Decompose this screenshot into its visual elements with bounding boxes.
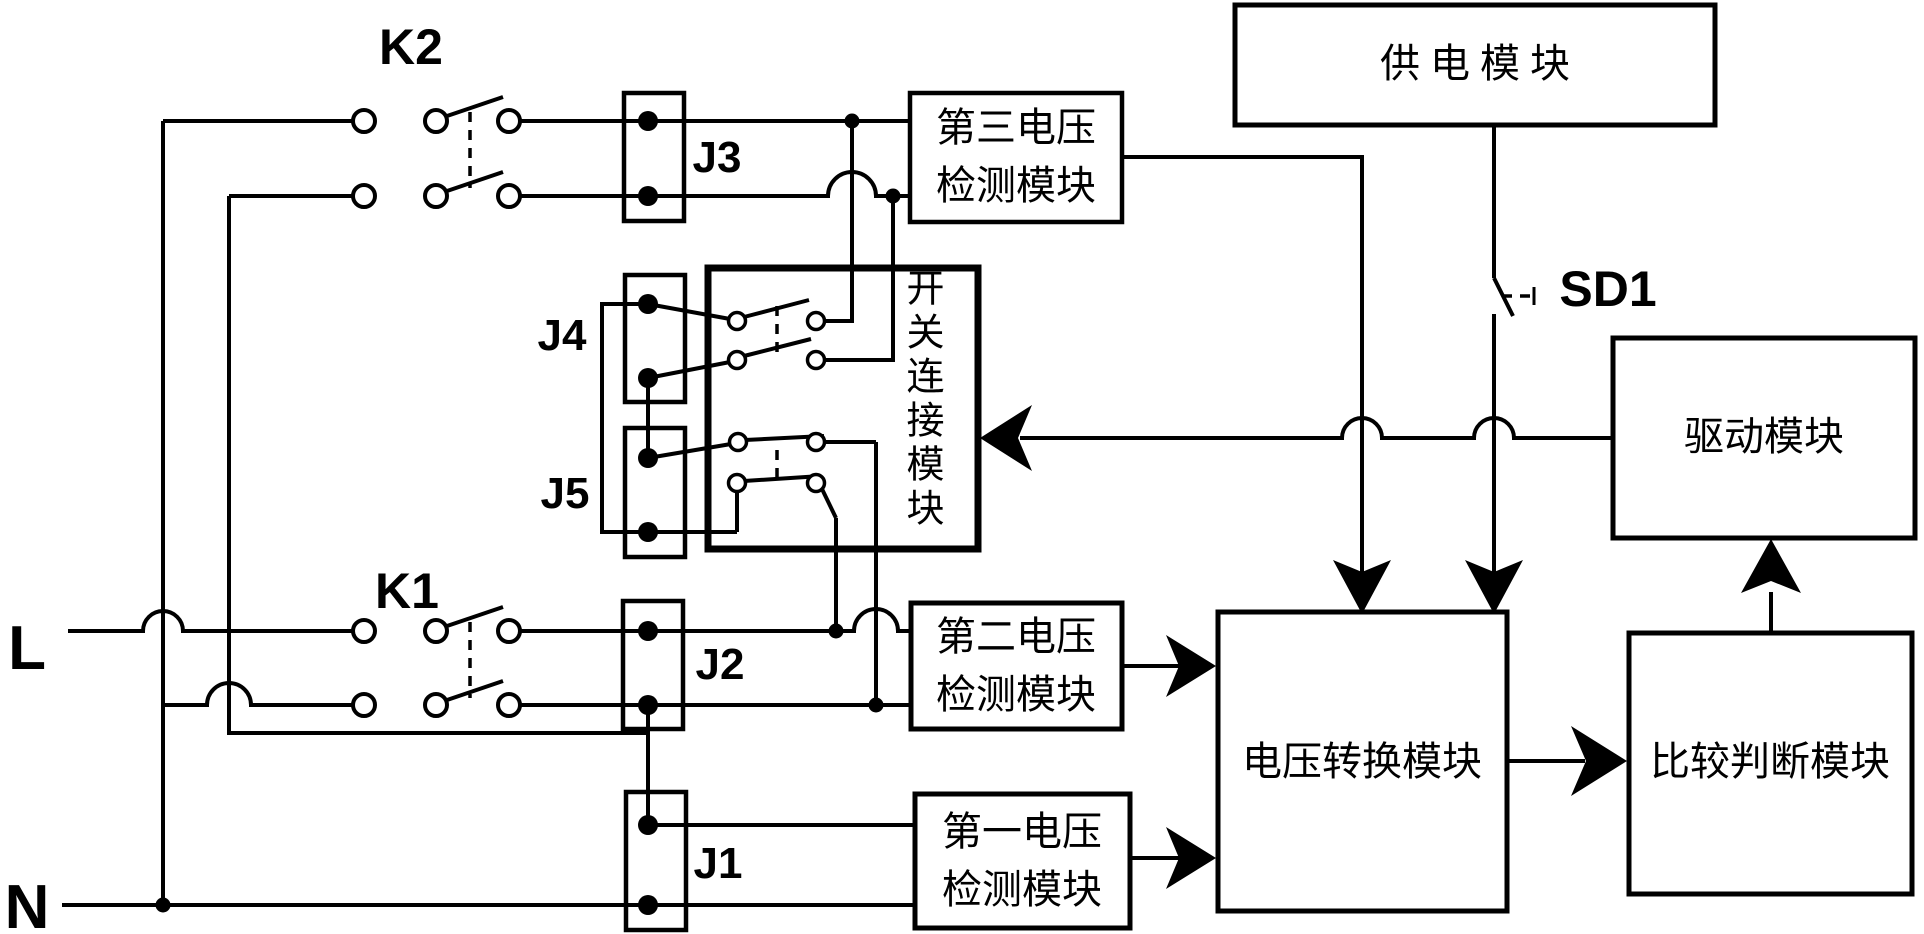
arrow-right-icon [1166,827,1216,889]
arrow-right-icon [1571,726,1627,796]
sw4-contact [726,472,748,494]
voltage-conversion-module-box [1215,609,1510,914]
first-voltage-detection-label-line2: 检测模块 [942,868,1102,912]
k2-row1-blade [446,95,504,118]
j2-pin-dot [638,621,658,641]
k2-row2-blade [446,170,504,193]
connector-j2-label: J2 [695,640,745,689]
wire-j5-top-diagonal [647,442,732,460]
wire-sw1-riser [825,121,854,323]
j4-pin-dot [638,368,658,388]
k2-contact [423,183,449,209]
sw1-contact [805,310,827,332]
power-supply-module-box [1232,2,1718,128]
sw2-contact [726,349,748,371]
k2-contact [496,183,522,209]
sw3-contact [727,431,749,453]
junction-dot [844,113,860,129]
third-voltage-detection-label-line2: 检测模块 [936,164,1096,208]
wire-drive-to-switch-module [1020,416,1613,440]
arrow-right-icon [1166,635,1216,697]
drive-module-box [1610,335,1918,541]
k1-contact [423,618,449,644]
connector-j4-label: J4 [537,311,587,360]
wire-third-module-output [1122,155,1364,575]
wire-k1-row2-feed [163,681,353,707]
j5-pin-dot [638,522,658,542]
sw3-contact [805,431,827,453]
k2-contact [423,108,449,134]
k1-contact [496,618,522,644]
sw2-blade [743,337,812,358]
j4-pin-dot [638,294,658,314]
j2-pin-dot [638,695,658,715]
junction-dot [868,697,884,713]
j5-pin-dot [638,448,658,468]
arrow-left-icon [980,405,1032,471]
comparison-judgment-module-label: 比较判断模块 [1650,740,1890,784]
switch-connection-module-label: 开关连接模块 [900,268,942,532]
power-supply-module-label: 供电模块 [1380,42,1580,86]
wire-j4-top-diagonal [647,302,731,321]
wire-j4-j5-bracket [600,302,737,534]
junction-dot [828,623,844,639]
wire-l-input [68,609,353,633]
j3-pin-dot [638,111,658,131]
j1-pin-dot [638,815,658,835]
k1-row1-blade [446,605,504,628]
k1-contact [351,618,377,644]
wire-k2-row2-riser [227,196,648,735]
sw1-blade [743,298,810,319]
arrow-up-icon [1741,539,1801,593]
wire-sw2-riser [825,196,895,362]
wire-j4-bottom-diagonal [647,360,731,380]
connector-j1-label: J1 [693,839,743,888]
connector-j3-label: J3 [692,133,742,182]
sw1-contact [726,310,748,332]
k1-row2-blade [446,679,504,702]
k2-contact [351,183,377,209]
relay-k2-label: K2 [379,19,443,75]
wire-k1-row1-to-j2-and-module [520,607,911,633]
junction-dot [885,188,901,204]
terminal-l-label: L [8,614,46,683]
junction-dot [155,897,171,913]
sw2-contact [805,349,827,371]
first-voltage-detection-box [912,791,1133,931]
second-voltage-detection-label-line2: 检测模块 [936,673,1096,717]
third-voltage-detection-label-line1: 第三电压 [936,106,1096,150]
sw4-contact [805,472,827,494]
first-voltage-detection-label-line1: 第一电压 [942,810,1102,854]
j3-pin-dot [638,186,658,206]
j1-pin-dot [638,895,658,915]
comparison-judgment-module-box [1626,630,1915,897]
k2-contact [351,108,377,134]
second-voltage-detection-label-line1: 第二电压 [936,615,1096,659]
k1-contact [423,692,449,718]
arrow-down-icon [1465,560,1523,614]
k1-contact [351,692,377,718]
wire-sw4-right-diagonal [820,488,838,519]
voltage-conversion-module-label: 电压转换模块 [1242,740,1482,784]
connector-j5-label: J5 [540,469,590,518]
third-voltage-detection-box [907,90,1125,225]
terminal-n-label: N [4,873,50,934]
drive-module-label: 驱动模块 [1684,415,1844,459]
second-voltage-detection-box [908,600,1125,732]
switch-sd1-label: SD1 [1559,261,1657,317]
k2-contact [496,108,522,134]
relay-k1-label: K1 [375,563,439,619]
arrow-down-icon [1333,560,1391,614]
k1-contact [496,692,522,718]
